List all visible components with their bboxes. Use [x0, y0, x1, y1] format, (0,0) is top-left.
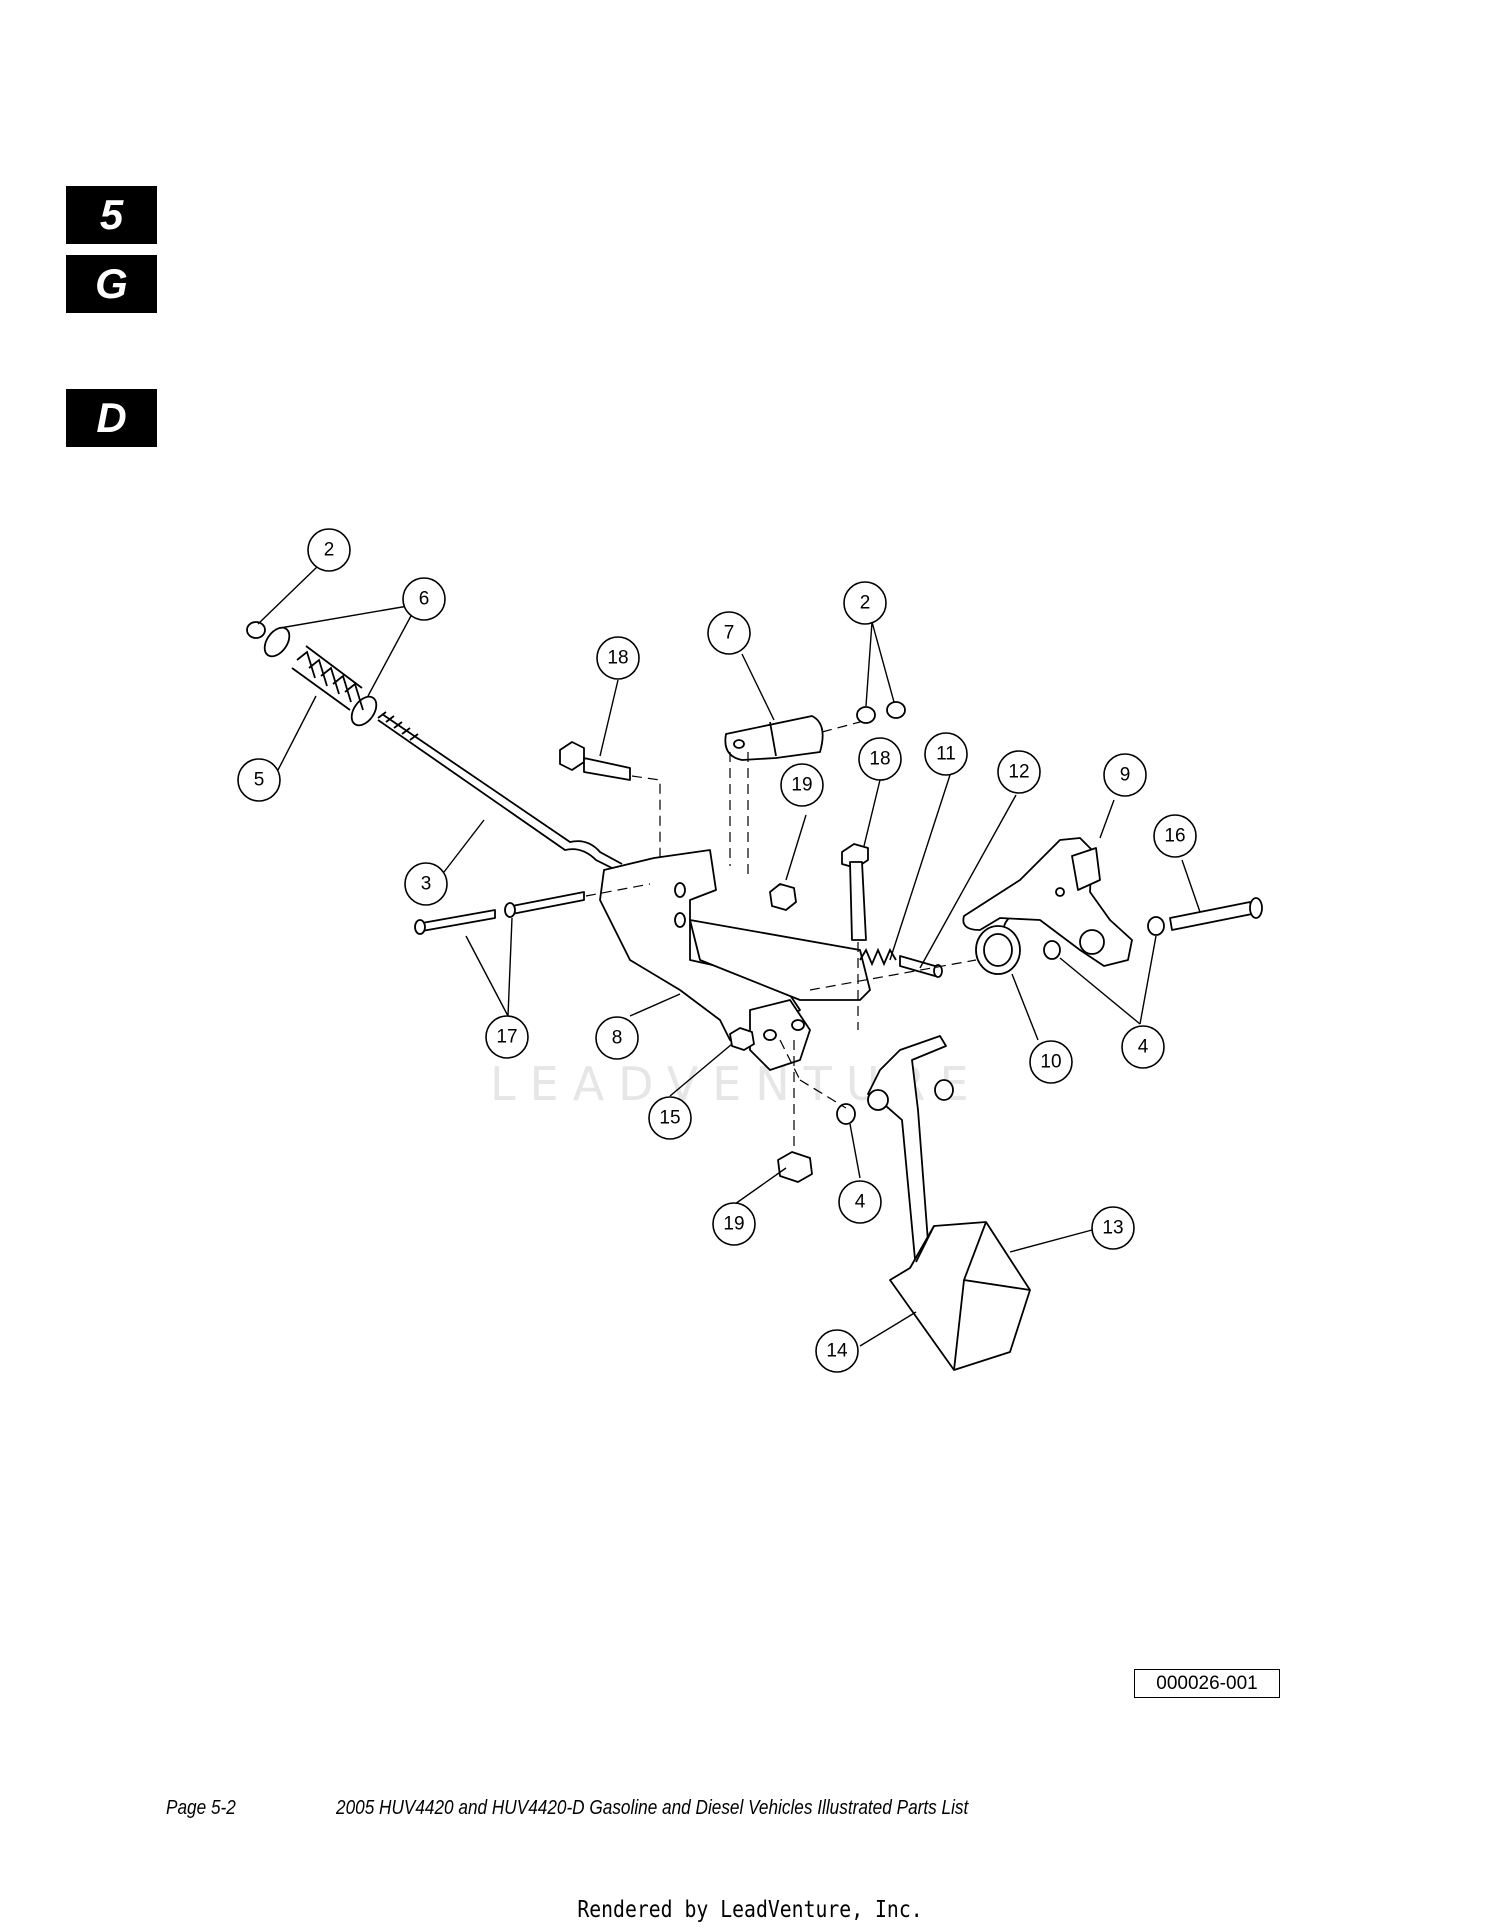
bolt-part-18a	[559, 741, 661, 860]
svg-text:13: 13	[1102, 1218, 1123, 1239]
callout-13: 13	[1091, 1206, 1135, 1250]
nut-part-2b	[856, 701, 906, 724]
svg-text:18: 18	[607, 648, 628, 669]
svg-text:11: 11	[936, 744, 956, 765]
pedal-arm-part-14	[867, 1035, 947, 1271]
callout-12: 12	[997, 750, 1041, 794]
bolt-part-17	[414, 883, 651, 935]
bolt-part-18b	[841, 843, 869, 1030]
pedal-pad-part-13	[889, 1221, 1031, 1371]
callout-16: 16	[1153, 814, 1197, 858]
leader-lines	[257, 565, 1201, 1347]
svg-text:6: 6	[419, 589, 430, 610]
svg-text:19: 19	[791, 775, 812, 796]
callout-5: 5	[237, 758, 281, 802]
footer-page-number: Page 5-2	[166, 1797, 236, 1819]
washer-part-4b	[779, 1039, 954, 1125]
callout-14: 14	[815, 1329, 859, 1373]
spring-part-5	[291, 645, 364, 711]
spring-part-11	[859, 947, 943, 978]
callout-10: 10	[1029, 1040, 1073, 1084]
bracket-part-7	[724, 715, 861, 880]
callout-11: 11	[924, 732, 968, 776]
svg-text:17: 17	[496, 1027, 517, 1048]
washer-part-6	[263, 626, 378, 727]
svg-text:9: 9	[1120, 765, 1131, 786]
callout-17: 17	[485, 1015, 529, 1059]
callout-19b: 19	[712, 1202, 756, 1246]
callout-2a: 2	[307, 528, 351, 572]
svg-text:12: 12	[1008, 762, 1029, 783]
nut-part-19b	[777, 1040, 813, 1183]
svg-text:7: 7	[724, 623, 735, 644]
section-tab-5: 5	[66, 186, 157, 244]
nut-part-2a	[246, 621, 266, 639]
svg-text:5: 5	[254, 770, 265, 791]
section-tab-g: G	[66, 255, 157, 313]
callout-2b: 2	[843, 581, 887, 625]
callout-7: 7	[707, 611, 751, 655]
bracket-part-8	[599, 849, 871, 1071]
bracket-part-9	[962, 837, 1133, 967]
svg-text:15: 15	[659, 1108, 680, 1129]
callout-3: 3	[404, 862, 448, 906]
svg-text:18: 18	[869, 749, 890, 770]
callout-18a: 18	[596, 636, 640, 680]
figure-id-box: 000026-001	[1134, 1669, 1280, 1698]
svg-text:14: 14	[826, 1341, 848, 1362]
callout-19a: 19	[780, 763, 824, 807]
svg-text:8: 8	[612, 1028, 623, 1049]
svg-text:3: 3	[421, 874, 432, 895]
svg-text:4: 4	[1138, 1037, 1149, 1058]
svg-text:10: 10	[1040, 1052, 1061, 1073]
callout-8: 8	[595, 1016, 639, 1060]
svg-text:16: 16	[1164, 826, 1185, 847]
parts-artwork	[246, 621, 1263, 1371]
callout-15: 15	[648, 1096, 692, 1140]
svg-text:19: 19	[723, 1214, 744, 1235]
washer-part-4a	[1043, 916, 1165, 960]
callout-4a: 4	[1121, 1025, 1165, 1069]
nut-part-15	[729, 1027, 755, 1051]
svg-text:2: 2	[860, 593, 871, 614]
footer-document-title: 2005 HUV4420 and HUV4420-D Gasoline and …	[336, 1797, 969, 1819]
svg-text:4: 4	[855, 1192, 866, 1213]
callout-18b: 18	[858, 737, 902, 781]
section-tab-d: D	[66, 389, 157, 447]
bolt-part-16	[1169, 897, 1263, 931]
nut-part-19a	[769, 883, 797, 911]
callout-9: 9	[1103, 753, 1147, 797]
rendered-by-credit: Rendered by LeadVenture, Inc.	[577, 1897, 923, 1923]
svg-text:2: 2	[324, 540, 335, 561]
callout-6: 6	[402, 577, 446, 621]
callout-4b: 4	[838, 1180, 882, 1224]
rod-part-3	[377, 711, 623, 873]
